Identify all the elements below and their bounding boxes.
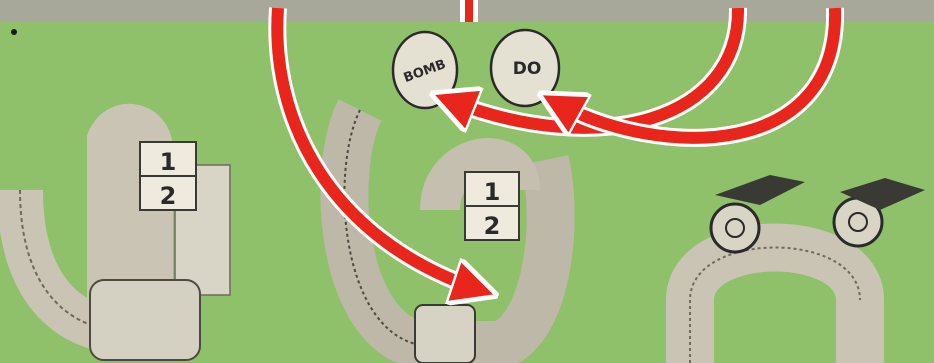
left-strap (20, 127, 230, 360)
tag-left-bottom: 2 (160, 182, 177, 210)
earphone-right-icon (834, 178, 925, 246)
left-tag: 1 2 (140, 142, 196, 210)
dot-mark (11, 29, 17, 35)
right-strap (690, 248, 860, 363)
tag-center-bottom: 2 (484, 212, 501, 240)
cap-right: DO (491, 30, 559, 106)
cap-right-label: DO (513, 59, 542, 79)
cap-left: BOMB (393, 32, 457, 108)
tag-center-top: 1 (484, 178, 501, 206)
center-tag: 1 2 (465, 172, 519, 240)
tag-left-top: 1 (160, 148, 177, 176)
